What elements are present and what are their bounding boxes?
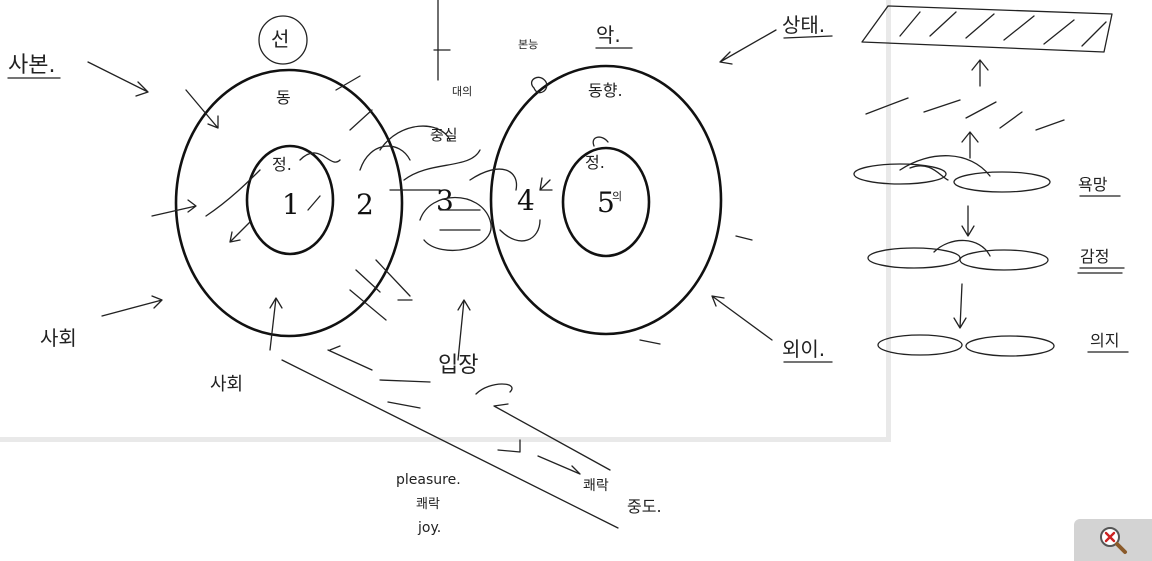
ellipse-ui-right [965,335,1055,357]
number-4: 4 [517,184,535,217]
label-jeong-right: 정. [585,153,605,172]
label-ak: 악. [596,23,621,47]
label-pleasure: pleasure. [396,472,461,488]
arrow-down-1 [961,205,975,237]
arrow-up-1 [971,59,989,87]
arrow-left-in-1 [151,199,197,217]
wind-dashes [865,97,1065,131]
right-outer-circle [489,64,723,336]
arrow-oei [711,295,773,341]
arrow-sahoe [101,295,163,317]
ellipse-yok-right [953,171,1051,193]
ellipse-gam-right [959,249,1049,271]
number-5: 5 [597,186,615,219]
ellipse-gam-left [867,247,961,269]
arrow-center-up [457,299,471,361]
label-sabon: 사본. [8,53,55,78]
underline-state [783,35,833,39]
bottom-diagonal-line [281,359,619,529]
label-kwaerak-right: 쾌락 [583,478,609,494]
label-kwaerak-bottom: 쾌락 [416,497,440,512]
top-vertical-line [433,0,451,81]
label-daeui: 대의 [452,85,472,98]
number-3: 3 [436,184,454,217]
left-inner-scribble [205,152,341,243]
right-inner-circle [561,146,651,258]
label-uiji: 의지 [1090,331,1119,350]
label-jeong-sub: 의 [612,190,622,203]
label-sahoe-bottom: 사회 [210,374,243,395]
right-outer-ticks [639,235,753,345]
label-dong-right: 동향. [588,81,623,100]
right-scribble [531,76,609,191]
label-jungdo: 중도. [627,497,662,516]
left-inner-circle [245,144,335,256]
arrow-bottom-up [269,297,283,351]
arrow-up-2 [961,131,979,159]
label-sahoe-left: 사회 [40,326,77,350]
zoom-reset-button[interactable] [1074,519,1152,561]
arrow-down-2 [953,283,967,329]
top-shaded-plane [861,5,1113,53]
number-1: 1 [282,188,300,221]
label-state: 상태. [782,13,825,37]
center-scribble [359,125,541,252]
label-oei: 외이. [782,337,825,361]
lower-arrows [327,345,611,475]
yok-curve [899,155,991,181]
arrow-left-in-2 [185,89,219,129]
label-seon: 선 [271,27,289,51]
zoom-reset-icon [1097,524,1129,556]
label-gamjeong: 감정 [1080,247,1109,266]
number-2: 2 [356,188,374,221]
label-joy: joy. [417,520,441,536]
label-jeong-left: 정. [272,155,292,174]
label-dong-left: 동 [276,88,291,107]
left-outer-circle [174,68,404,338]
label-bonneung: 본능 [518,38,538,51]
arrow-sabon [87,61,149,97]
arrow-state [719,29,777,65]
left-lines-crossing [335,75,413,321]
label-yokmang: 욕망 [1078,175,1108,194]
gam-curve [933,239,991,257]
seon-circle [258,15,308,65]
ellipse-ui-left [877,334,963,356]
label-chungsil: 충실 [430,126,458,144]
underline-gamjeong [1077,267,1125,274]
ellipse-yok-left [853,163,947,185]
whiteboard-frame [0,0,891,442]
